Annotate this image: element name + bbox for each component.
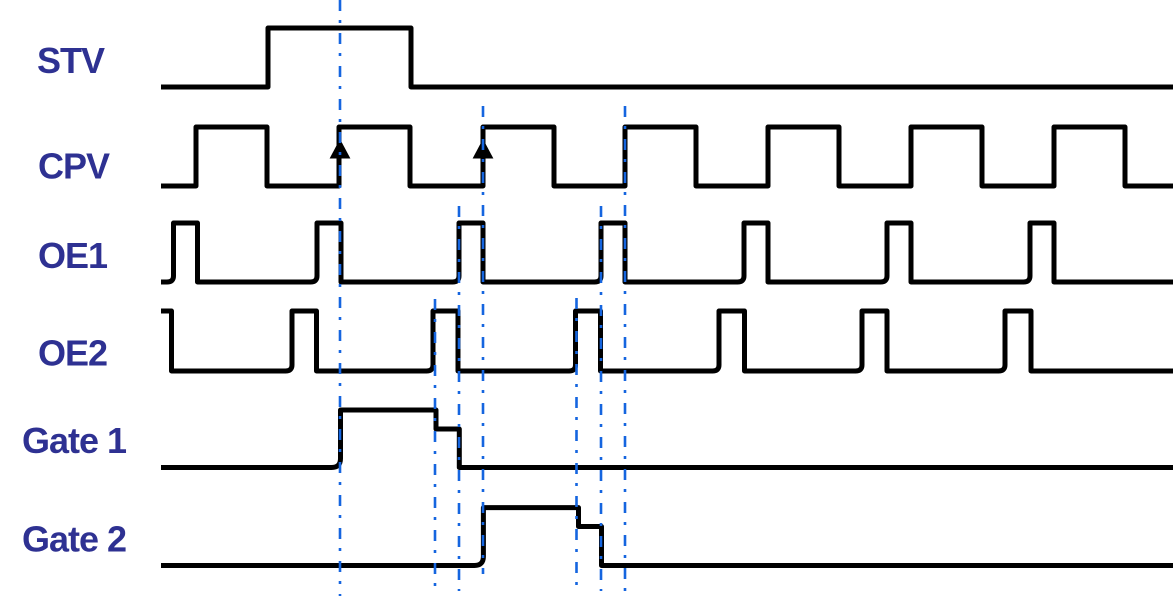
- svg-text:OE1: OE1: [38, 235, 108, 276]
- svg-text:CPV: CPV: [38, 146, 110, 187]
- svg-text:Gate 2: Gate 2: [22, 519, 126, 560]
- svg-text:Gate 1: Gate 1: [22, 420, 127, 461]
- svg-text:OE2: OE2: [38, 333, 107, 374]
- svg-text:STV: STV: [37, 40, 105, 81]
